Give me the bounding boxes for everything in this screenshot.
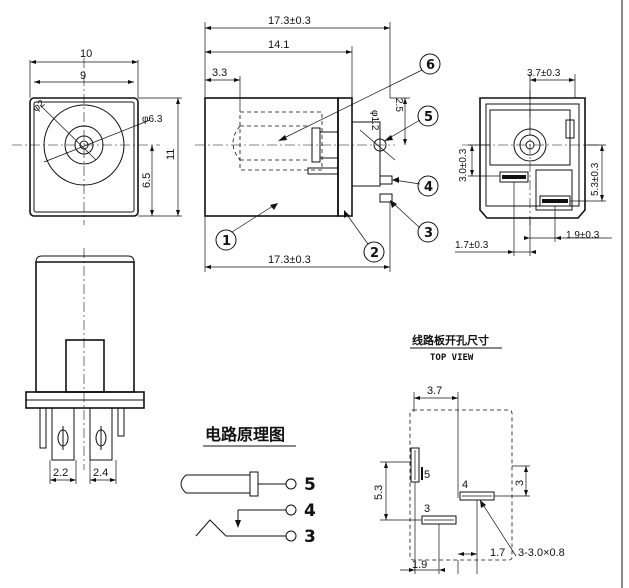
dim-rear-bottom-left: 1.7±0.3 <box>455 240 489 251</box>
dim-length-mid: 14.1 <box>268 39 289 51</box>
dim-face-dia: φ6.3 <box>142 114 163 125</box>
dim-length-bottom: 17.3±0.3 <box>268 254 311 266</box>
svg-text:6: 6 <box>426 58 435 73</box>
pin-3-label: 3 <box>304 527 316 547</box>
svg-text:4: 4 <box>424 180 433 195</box>
rear-body-outline <box>479 97 586 219</box>
pin-4-terminal <box>285 504 297 516</box>
dim-hole-dia: φ2 <box>31 98 48 114</box>
dim-pin-depth: 3.3 <box>212 67 227 79</box>
schematic-title: 电路原理图 <box>205 425 285 444</box>
pin-5-terminal <box>285 478 297 490</box>
pcb-slot-size: 3-3.0×0.8 <box>518 547 565 559</box>
pcb-outline <box>409 409 513 561</box>
side-body-outline <box>204 97 339 217</box>
front-view: 10 9 φ2 φ6.3 11 6.5 <box>12 48 182 225</box>
pcb-dim-top: 3.7 <box>427 385 442 397</box>
svg-text:5: 5 <box>424 110 433 125</box>
dim-center-height: 6.5 <box>141 173 153 188</box>
pcb-dim-left: 5.3 <box>373 485 385 500</box>
svg-text:3: 3 <box>424 226 433 241</box>
callout-4: 4 <box>392 175 439 197</box>
dim-rear-left: 3.0±0.3 <box>458 148 469 182</box>
pcb-dim-bottom-right: 1.7 <box>490 547 505 559</box>
dim-height: 11 <box>165 149 177 160</box>
dim-bottom-left: 2.2 <box>53 467 68 479</box>
svg-text:2: 2 <box>370 246 379 261</box>
callout-5: 5 <box>384 105 439 141</box>
side-view: 17.3±0.3 14.1 3.3 φ1.2 2.5 <box>195 15 441 272</box>
bottom-view: 2.2 2.4 <box>25 248 145 484</box>
dim-rear-right: 5.3±0.3 <box>590 162 601 196</box>
pcb-pad-3-label: 3 <box>424 503 430 515</box>
dim-pin-height: 2.5 <box>393 98 404 112</box>
callout-2: 2 <box>344 210 385 263</box>
pcb-pad-5-label: 5 <box>424 469 430 481</box>
svg-text:1: 1 <box>222 234 231 249</box>
pin-3-terminal <box>285 530 297 542</box>
dim-width-inner: 9 <box>80 70 86 82</box>
rear-view: 3.7±0.3 3.0±0.3 5.3±0.3 <box>455 68 612 256</box>
dim-width-outer: 10 <box>80 48 92 60</box>
pcb-layout: 线路板开孔尺寸 TOP VIEW 3.7 5 4 3 5.3 <box>373 333 565 574</box>
pcb-pad-4-label: 4 <box>462 479 468 491</box>
dim-pin-dia: φ1.2 <box>369 110 380 131</box>
callout-3: 3 <box>390 200 439 243</box>
callout-6: 6 <box>278 53 441 141</box>
dim-rear-bottom-right: 1.9±0.3 <box>566 230 600 241</box>
pcb-title: 线路板开孔尺寸 <box>412 333 489 347</box>
pin-5-label: 5 <box>304 475 316 495</box>
pcb-dim-bottom-left: 1.9 <box>412 559 427 571</box>
schematic: 电路原理图 5 4 3 <box>180 425 316 547</box>
bottom-body-outline <box>35 261 135 393</box>
pin-4-label: 4 <box>304 501 316 521</box>
callout-1: 1 <box>215 203 278 251</box>
pcb-subtitle: TOP VIEW <box>430 353 474 363</box>
dim-length-top: 17.3±0.3 <box>268 15 311 27</box>
dim-bottom-right: 2.4 <box>93 467 108 479</box>
pcb-dim-right: 3 <box>514 480 526 486</box>
dim-rear-top: 3.7±0.3 <box>527 68 561 79</box>
